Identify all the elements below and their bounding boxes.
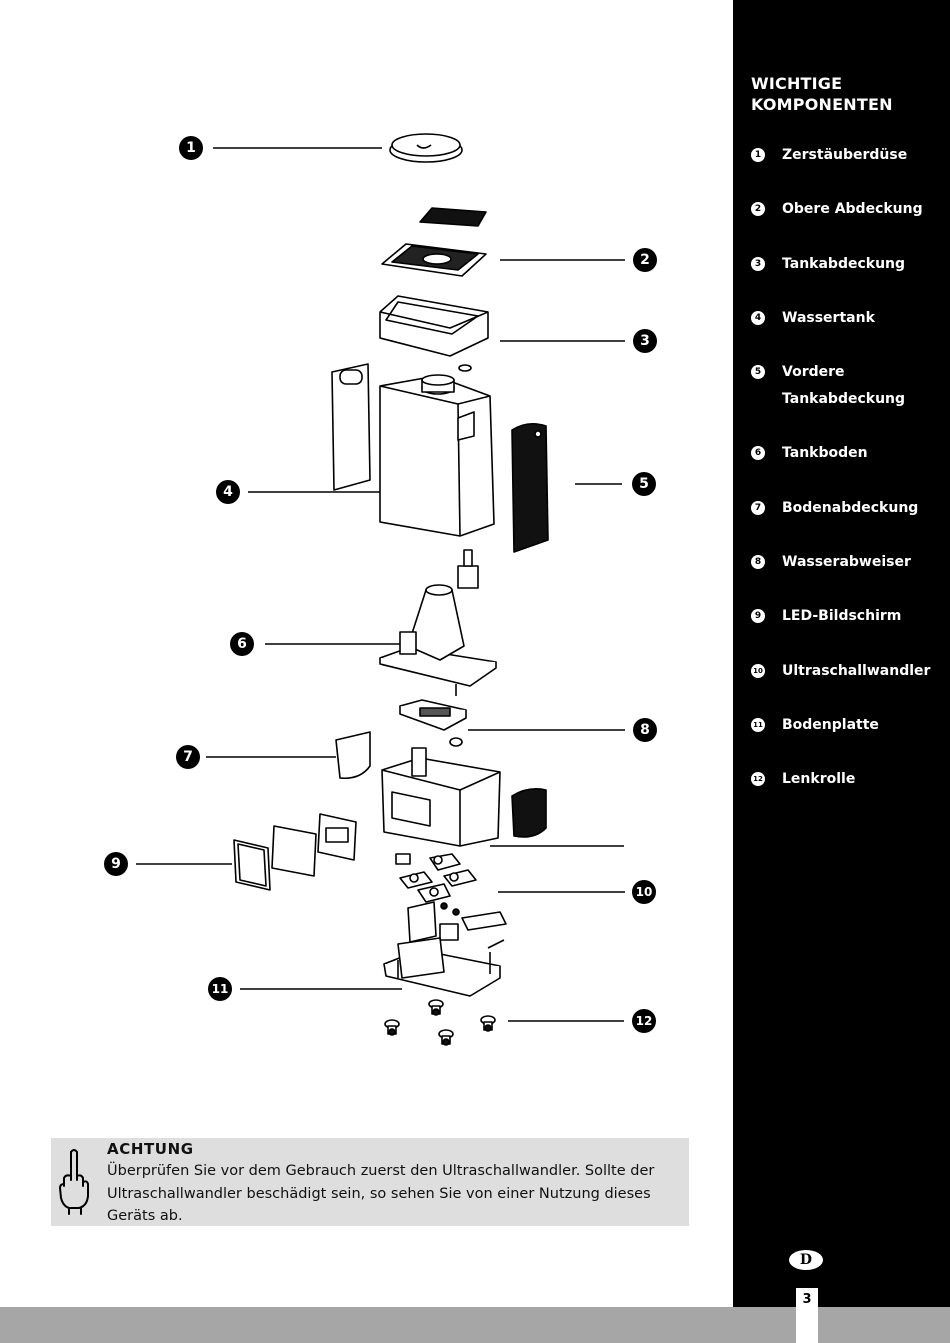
callout-9: 9	[104, 852, 128, 876]
front-tank-cover-part	[511, 422, 549, 553]
list-item: 8 Wasserabweiser	[751, 553, 946, 576]
list-item: 11 Bodenplatte	[751, 716, 946, 739]
housing-part	[381, 747, 501, 847]
item-number: 2	[751, 202, 765, 216]
castor-wheels-part	[384, 999, 496, 1046]
exploded-view-diagram	[136, 133, 625, 1046]
item-number: 4	[751, 311, 765, 325]
electronics-part	[407, 901, 507, 949]
callout-12: 12	[632, 1009, 656, 1033]
callout-4: 4	[216, 480, 240, 504]
item-label: LED-Bildschirm	[782, 608, 902, 624]
list-item: 6 Tankboden	[751, 444, 946, 467]
base-cover-part	[335, 731, 371, 780]
item-label: Bodenabdeckung	[782, 500, 919, 516]
list-item: 2 Obere Abdeckung	[751, 200, 946, 223]
upper-grill-part	[419, 207, 487, 227]
sidebar-title: WICHTIGE KOMPONENTEN	[751, 74, 893, 114]
callout-11: 11	[208, 977, 232, 1001]
water-deflector-part	[399, 699, 467, 731]
callout-7: 7	[176, 745, 200, 769]
warning-title: ACHTUNG	[107, 1140, 194, 1158]
warning-text: Überprüfen Sie vor dem Gebrauch zuerst d…	[107, 1163, 655, 1224]
led-screen-part	[233, 813, 357, 891]
handle-strip-part	[331, 363, 371, 491]
item-label: Wasserabweiser	[782, 554, 911, 570]
water-tank-part	[379, 374, 495, 537]
item-number: 11	[751, 718, 765, 732]
callout-8: 8	[633, 718, 657, 742]
list-item: 10 Ultraschallwandler	[751, 662, 946, 685]
callout-10: 10	[632, 880, 656, 904]
item-label: Lenkrolle	[782, 771, 856, 787]
item-number: 6	[751, 446, 765, 460]
item-number: 5	[751, 365, 765, 379]
list-item: 1 Zerstäuberdüse	[751, 146, 946, 169]
atomizer-nozzle-part	[389, 133, 463, 163]
tank-cover-part	[379, 295, 489, 357]
language-badge: D	[789, 1250, 823, 1270]
ultrasonic-transducer-part	[395, 853, 477, 903]
item-label: Tankboden	[782, 445, 868, 461]
components-sidebar: WICHTIGE KOMPONENTEN 1 Zerstäuberdüse 2 Ob…	[733, 0, 950, 1343]
warning-box: ACHTUNG Überprüfen Sie vor dem Gebrauch …	[51, 1138, 689, 1226]
item-number: 3	[751, 257, 765, 271]
footer-bar	[0, 1307, 950, 1343]
item-number: 12	[751, 772, 765, 786]
callout-2: 2	[633, 248, 657, 272]
item-number: 1	[751, 148, 765, 162]
item-label: Wassertank	[782, 310, 875, 326]
pointing-hand-icon	[59, 1149, 89, 1215]
list-item: 12 Lenkrolle	[751, 770, 946, 793]
list-item: 7 Bodenabdeckung	[751, 499, 946, 522]
list-item: 5 Vordere Tankabdeckung	[751, 363, 946, 413]
item-label: Zerstäuberdüse	[782, 147, 908, 163]
item-number: 9	[751, 609, 765, 623]
item-number: 8	[751, 555, 765, 569]
item-label: Vordere Tankabdeckung	[782, 364, 906, 407]
item-label: Tankabdeckung	[782, 256, 906, 272]
top-cover-part	[381, 243, 487, 277]
callout-6: 6	[230, 632, 254, 656]
side-panel-part	[511, 788, 547, 838]
item-label: Ultraschallwandler	[782, 663, 931, 679]
item-number: 7	[751, 501, 765, 515]
item-number: 10	[751, 664, 765, 678]
tank-base-part	[379, 584, 497, 687]
valve-part	[457, 549, 479, 589]
list-item: 3 Tankabdeckung	[751, 255, 946, 278]
list-item: 9 LED-Bildschirm	[751, 607, 946, 630]
callout-5: 5	[632, 472, 656, 496]
callout-3: 3	[633, 329, 657, 353]
list-item: 4 Wassertank	[751, 309, 946, 332]
page-number: 3	[796, 1288, 818, 1343]
callout-1: 1	[179, 136, 203, 160]
base-plate-part	[383, 937, 501, 997]
item-label: Bodenplatte	[782, 717, 879, 733]
item-label: Obere Abdeckung	[782, 201, 923, 217]
